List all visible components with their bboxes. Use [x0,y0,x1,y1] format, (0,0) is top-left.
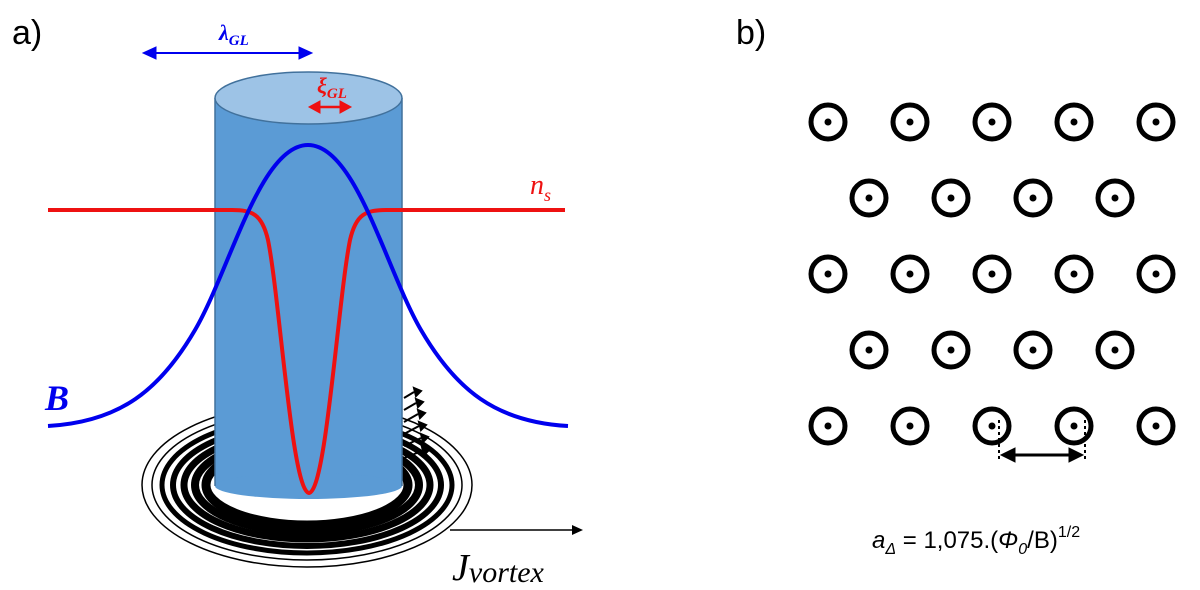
vortex-symbol [1136,406,1176,446]
lambda-label: λGL [218,20,249,49]
j-vortex-label: Jvortex [452,547,545,589]
vortex-symbol [890,406,930,446]
panel-b-label: b) [736,14,766,52]
circulation-arrows [403,386,431,459]
vortex-symbol [849,178,889,218]
lattice-spacing-indicator [998,420,1086,463]
superfluid-density-curve [48,208,565,496]
vortex-core-cylinder [214,71,403,499]
vortex-symbol [1095,178,1135,218]
vortex-symbol [1136,102,1176,142]
vortex-symbol [1054,102,1094,142]
vortex-symbol [1054,406,1094,446]
panel-a-label: a) [12,14,42,52]
vortex-symbol [1095,330,1135,370]
lambda-arrow [141,46,314,60]
vortex-symbol [890,102,930,142]
vortex-symbol [972,254,1012,294]
vortex-symbol [808,102,848,142]
vortex-symbol [849,330,889,370]
vortex-symbol [1013,330,1053,370]
vortex-symbol [1136,254,1176,294]
b-label: B [44,378,69,418]
xi-label: ξGL [317,73,347,102]
magnetic-field-curve [47,142,569,428]
vortex-symbol [808,406,848,446]
vortex-symbol [931,178,971,218]
vortex-symbol [972,102,1012,142]
lattice-spacing-formula: aΔ = 1,075.(Φ0/B)1/2 [872,524,1080,558]
vortex-symbol [972,406,1012,446]
xi-arrow [307,100,353,114]
vortex-symbol [1054,254,1094,294]
vortex-symbol [1013,178,1053,218]
panel-a: a) [12,14,583,589]
vortex-symbol [890,254,930,294]
vortex-lattice [808,102,1176,446]
vortex-symbol [808,254,848,294]
panel-b: b) aΔ = 1,075.(Φ0/B)1/2 [736,14,1176,558]
vortex-symbol [931,330,971,370]
j-vector-arrow [450,525,583,535]
ns-label: ns [530,170,551,205]
